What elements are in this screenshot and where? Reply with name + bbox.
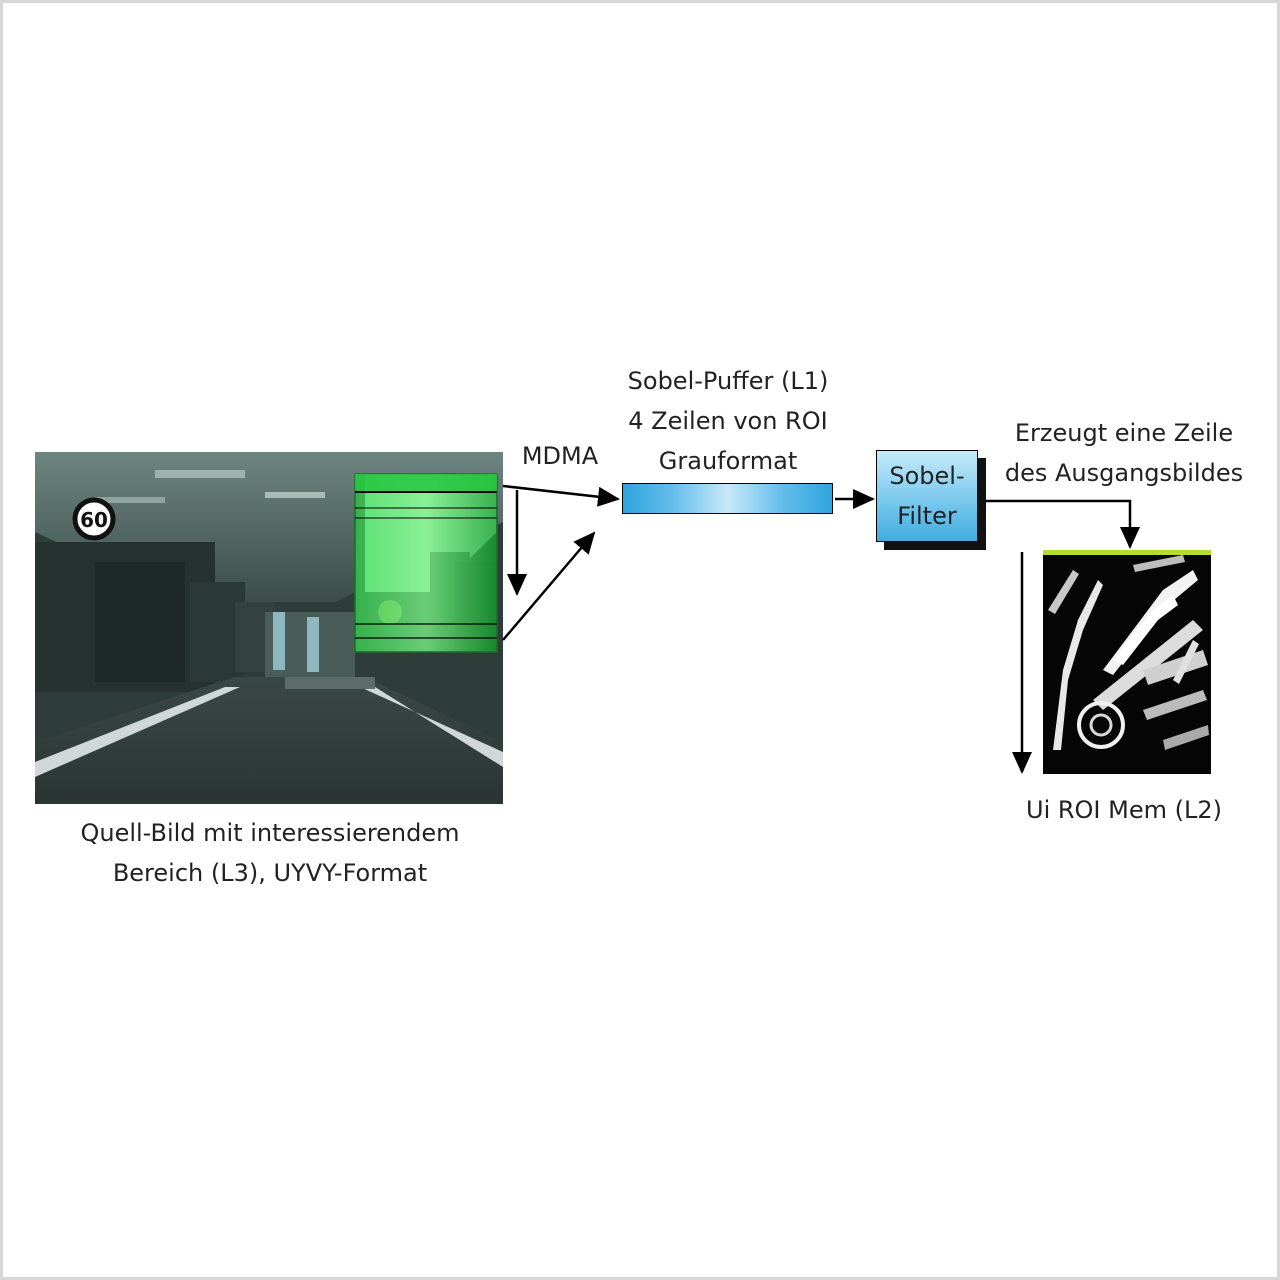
buffer-label-line1: Sobel-Puffer (L1)	[627, 367, 829, 395]
source-caption-line1: Quell-Bild mit interessierendem	[80, 819, 460, 847]
output-current-line	[1043, 550, 1211, 555]
arrow-filter-to-output	[986, 499, 1140, 549]
sobel-filter: Sobel- Filter	[876, 450, 978, 542]
output-caption: Ui ROI Mem (L2)	[1026, 796, 1222, 824]
mdma-label: MDMA	[521, 442, 599, 470]
sobel-filter-line2: Filter	[897, 502, 957, 530]
sobel-buffer	[622, 483, 833, 514]
output-label-line1: Erzeugt eine Zeile	[1014, 419, 1234, 447]
sobel-filter-line1: Sobel-	[889, 462, 965, 490]
buffer-label: Sobel-Puffer (L1) 4 Zeilen von ROI Grauf…	[598, 361, 858, 481]
roi-region	[354, 473, 498, 653]
source-caption: Quell-Bild mit interessierendem Bereich …	[60, 813, 480, 893]
output-image	[1043, 550, 1211, 774]
source-caption-line2: Bereich (L3), UYVY-Format	[112, 859, 428, 887]
speed-sign-text: 60	[80, 508, 108, 532]
arrow-roi-bottom-to-buffer	[502, 531, 596, 641]
output-label: Erzeugt eine Zeile des Ausgangsbildes	[994, 413, 1254, 493]
arrow-roi-to-buffer	[502, 484, 620, 507]
output-label-line2: des Ausgangsbildes	[1004, 459, 1244, 487]
source-image: 60	[35, 452, 503, 804]
buffer-label-line3: Grauformat	[658, 447, 798, 475]
buffer-label-line2: 4 Zeilen von ROI	[628, 407, 828, 435]
